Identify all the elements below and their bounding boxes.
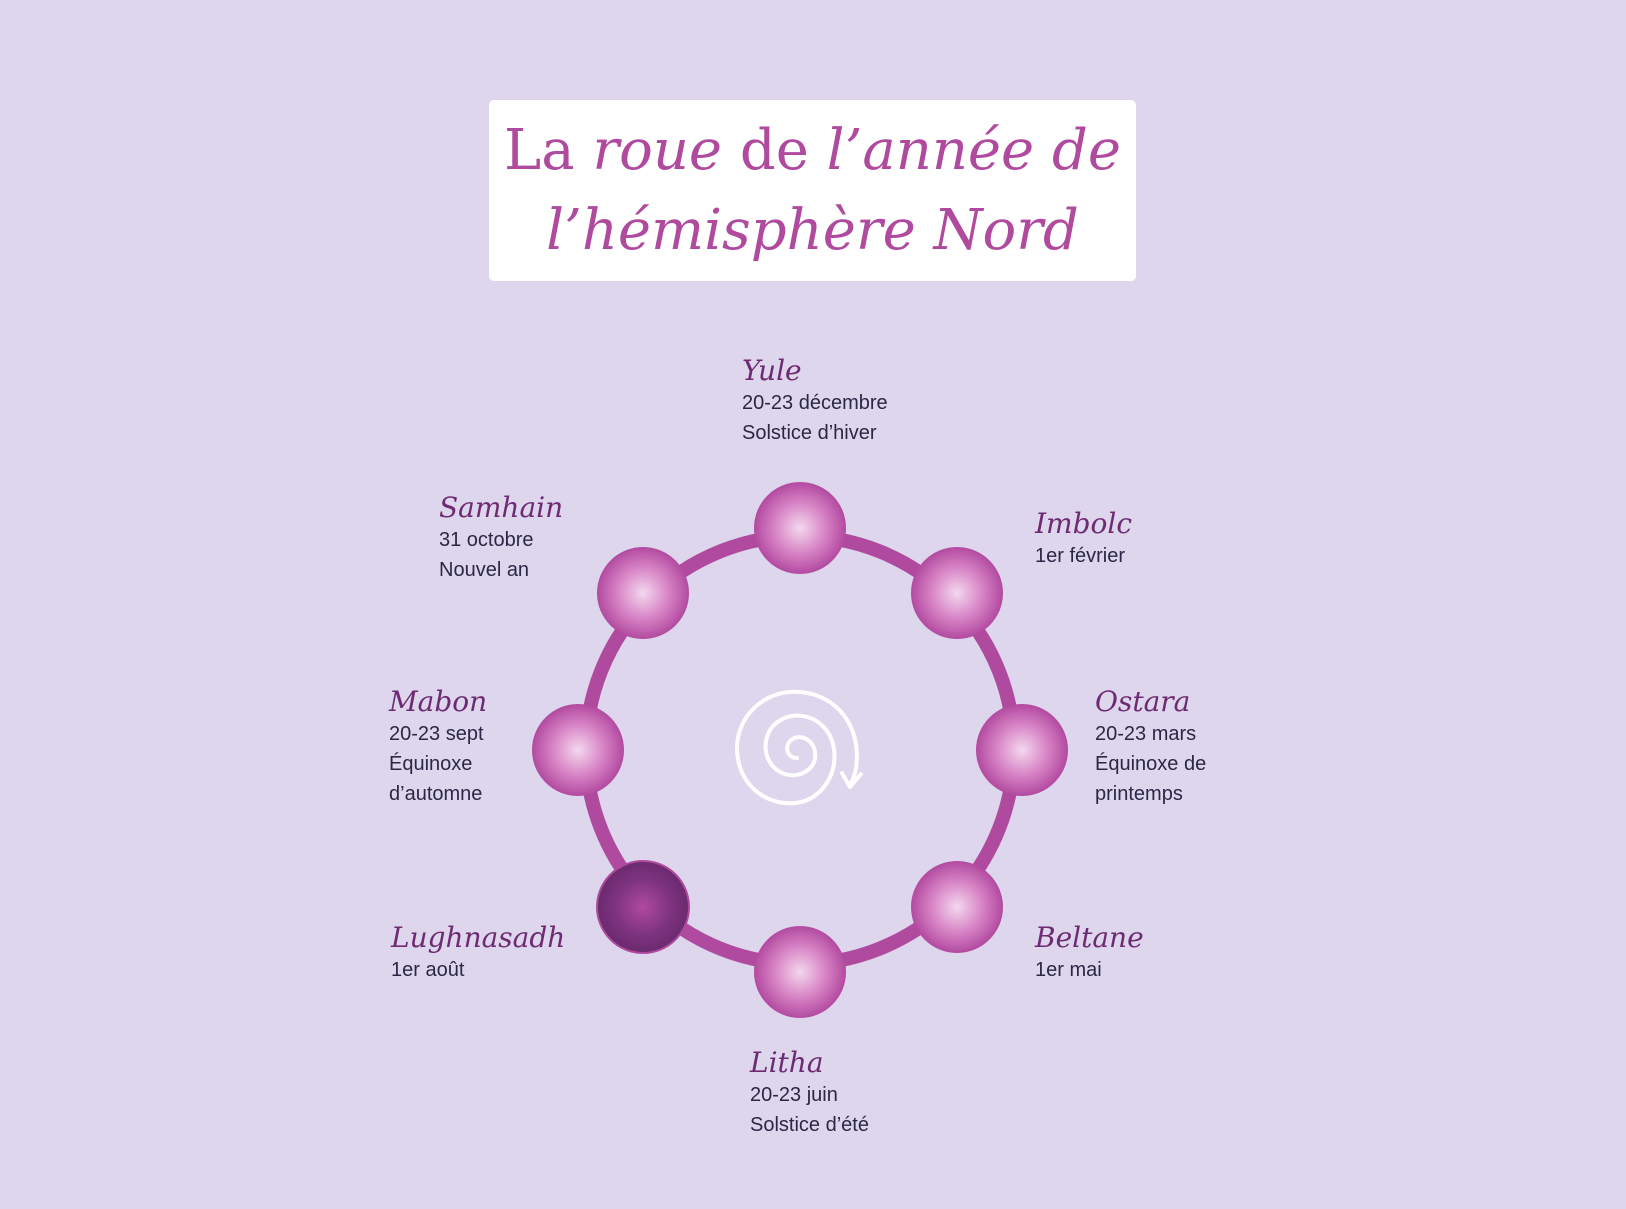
title-card: La roue de l’année de l’hémisphère Nord — [489, 100, 1136, 281]
node-samhain — [597, 547, 689, 639]
title-segment: l’année de — [826, 117, 1121, 183]
label-ostara: Ostara 20-23 mars Équinoxe de printemps — [1095, 685, 1206, 809]
title-segment: de — [722, 117, 827, 183]
node-yule — [754, 482, 846, 574]
sabbat-description: printemps — [1095, 783, 1183, 805]
node-ostara — [976, 704, 1068, 796]
node-litha — [754, 926, 846, 1018]
sabbat-name: Lughnasadh — [391, 921, 566, 954]
sabbat-name: Litha — [750, 1046, 824, 1079]
node-mabon — [532, 704, 624, 796]
node-beltane — [911, 861, 1003, 953]
label-beltane: Beltane 1er mai — [1035, 921, 1144, 985]
sabbat-date: 20-23 mars — [1095, 723, 1197, 745]
label-samhain: Samhain 31 octobre Nouvel an — [439, 491, 563, 585]
sabbat-name: Mabon — [389, 685, 488, 718]
label-imbolc: Imbolc 1er février — [1035, 507, 1132, 571]
sabbat-date: 20-23 sept — [389, 723, 484, 745]
label-yule: Yule 20-23 décembre Solstice d’hiver — [742, 354, 888, 448]
sabbat-name: Yule — [742, 354, 802, 387]
sabbat-date: 20-23 juin — [750, 1084, 838, 1106]
sabbat-name: Imbolc — [1035, 507, 1133, 540]
title-segment: l’hémisphère Nord — [546, 197, 1079, 263]
sabbat-name: Samhain — [439, 491, 564, 524]
label-mabon: Mabon 20-23 sept Équinoxe d’automne — [389, 685, 487, 809]
title-segment: roue — [592, 117, 723, 183]
sabbat-description: Nouvel an — [439, 559, 530, 581]
node-lughnasadh — [596, 860, 690, 954]
label-lughnasadh: Lughnasadh 1er août — [391, 921, 565, 985]
sabbat-description: Équinoxe de — [1095, 753, 1207, 775]
title-line-1: La roue de l’année de — [504, 111, 1121, 191]
spiral-arrow-icon — [734, 689, 863, 806]
title-line-2: l’hémisphère Nord — [546, 191, 1079, 271]
sabbat-nodes — [532, 482, 1068, 1018]
sabbat-description: Solstice d’été — [750, 1114, 869, 1136]
sabbat-description: d’automne — [389, 783, 483, 805]
sabbat-date: 1er février — [1035, 545, 1126, 567]
node-imbolc — [911, 547, 1003, 639]
sabbat-date: 31 octobre — [439, 529, 534, 551]
sabbat-date: 1er mai — [1035, 959, 1102, 981]
sabbat-date: 20-23 décembre — [742, 392, 888, 414]
label-litha: Litha 20-23 juin Solstice d’été — [750, 1046, 869, 1140]
sabbat-name: Ostara — [1095, 685, 1191, 718]
sabbat-name: Beltane — [1035, 921, 1144, 954]
title-segment: La — [504, 117, 593, 183]
sabbat-description: Équinoxe — [389, 753, 473, 775]
sabbat-description: Solstice d’hiver — [742, 422, 877, 444]
sabbat-date: 1er août — [391, 959, 465, 981]
